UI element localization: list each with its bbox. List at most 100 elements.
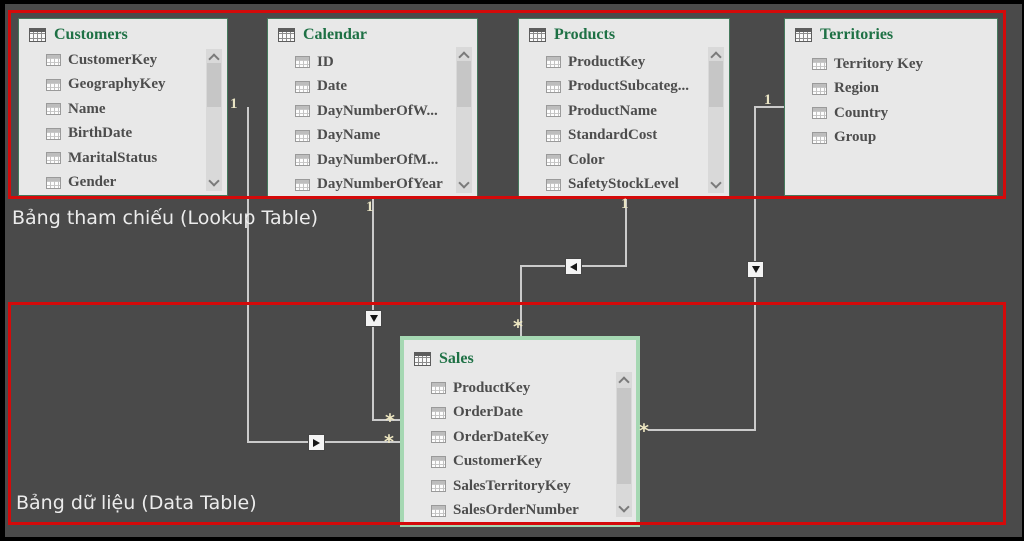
filter-arrow-down-icon[interactable]: [747, 261, 764, 278]
field-label: Region: [834, 80, 879, 97]
field-label: ID: [317, 53, 334, 70]
table-customers[interactable]: Customers CustomerKey GeographyKey Name …: [18, 18, 228, 196]
field-row[interactable]: ProductName: [519, 99, 729, 124]
field-row[interactable]: SafetyStockLevel: [519, 173, 729, 198]
field-label: CustomerKey: [68, 51, 158, 68]
field-row[interactable]: Color: [519, 148, 729, 173]
field-icon: [46, 127, 61, 140]
field-row[interactable]: DayNumberOfW...: [268, 99, 477, 124]
field-row[interactable]: ProductSubcateg...: [519, 75, 729, 100]
cardinality-many-products: *: [513, 316, 523, 338]
table-title: Customers: [54, 26, 128, 43]
field-label: ProductKey: [453, 379, 531, 396]
field-icon: [546, 154, 561, 167]
scrollbar[interactable]: [456, 47, 472, 193]
table-title-row: Territories: [785, 19, 997, 46]
field-icon: [295, 154, 310, 167]
table-title-row: Sales: [404, 340, 636, 370]
field-row[interactable]: Country: [785, 101, 997, 126]
relationship-line-calendar-sales[interactable]: [372, 199, 374, 420]
field-label: CustomerKey: [453, 453, 543, 470]
relationship-line-customers-sales[interactable]: [247, 107, 249, 443]
scrollbar-thumb[interactable]: [709, 61, 723, 107]
field-row[interactable]: Date: [268, 75, 477, 100]
scrollbar-thumb[interactable]: [457, 61, 471, 107]
scroll-down-icon[interactable]: [208, 175, 220, 187]
field-row[interactable]: OrderDateKey: [404, 425, 636, 450]
scrollbar-thumb[interactable]: [617, 388, 631, 484]
field-icon: [46, 152, 61, 165]
field-row[interactable]: SalesTerritoryKey: [404, 474, 636, 499]
field-row[interactable]: ID: [268, 50, 477, 75]
field-row[interactable]: DayName: [268, 124, 477, 149]
table-icon: [414, 352, 431, 366]
table-calendar[interactable]: Calendar ID Date DayNumberOfW... DayName…: [267, 18, 478, 199]
field-row[interactable]: DayNumberOfYear: [268, 173, 477, 198]
table-territories[interactable]: Territories Territory Key Region Country…: [784, 18, 998, 196]
field-label: Name: [68, 100, 106, 117]
field-row[interactable]: Group: [785, 126, 997, 151]
scrollbar[interactable]: [206, 49, 222, 191]
filter-arrow-down-icon[interactable]: [365, 310, 382, 327]
relationship-line-products-sales[interactable]: [520, 265, 522, 336]
field-icon: [295, 105, 310, 118]
field-row[interactable]: ProductKey: [404, 376, 636, 401]
field-label: ProductSubcateg...: [568, 78, 689, 95]
field-list: Territory Key Region Country Group: [785, 52, 997, 150]
field-row[interactable]: CustomerKey: [404, 450, 636, 475]
data-table-annotation: Bảng dữ liệu (Data Table): [16, 492, 257, 514]
field-row[interactable]: DayNumberOfM...: [268, 148, 477, 173]
field-list: ProductKey OrderDate OrderDateKey Custom…: [404, 376, 636, 523]
field-row[interactable]: MaritalStatus: [19, 146, 227, 171]
filter-arrow-right-icon[interactable]: [308, 434, 325, 451]
relationship-line-territories-sales[interactable]: [648, 429, 756, 431]
scroll-down-icon[interactable]: [618, 501, 630, 513]
cardinality-one-calendar: 1: [366, 199, 374, 215]
field-icon: [295, 56, 310, 69]
table-sales[interactable]: Sales ProductKey OrderDate OrderDateKey …: [400, 336, 640, 527]
relationship-line-calendar-sales[interactable]: [372, 419, 400, 421]
table-icon: [529, 28, 546, 42]
field-row[interactable]: ProductKey: [519, 50, 729, 75]
field-icon: [46, 103, 61, 116]
field-icon: [546, 129, 561, 142]
table-products[interactable]: Products ProductKey ProductSubcateg... P…: [518, 18, 730, 199]
scroll-down-icon[interactable]: [458, 177, 470, 189]
field-list: ProductKey ProductSubcateg... ProductNam…: [519, 50, 729, 197]
table-title-row: Calendar: [268, 19, 477, 46]
table-title: Calendar: [303, 26, 367, 43]
field-row[interactable]: OrderDate: [404, 401, 636, 426]
field-row[interactable]: BirthDate: [19, 122, 227, 147]
filter-arrow-left-icon[interactable]: [565, 258, 582, 275]
field-row[interactable]: GeographyKey: [19, 73, 227, 98]
field-row[interactable]: Gender: [19, 171, 227, 196]
field-icon: [546, 80, 561, 93]
field-label: BirthDate: [68, 125, 133, 142]
field-label: StandardCost: [568, 127, 658, 144]
relationship-line-territories-sales[interactable]: [754, 106, 784, 108]
field-icon: [546, 178, 561, 191]
field-row[interactable]: Name: [19, 97, 227, 122]
scrollbar-thumb[interactable]: [207, 63, 221, 107]
relationship-line-products-sales[interactable]: [625, 199, 627, 267]
field-row[interactable]: Region: [785, 77, 997, 102]
scroll-up-icon[interactable]: [618, 376, 630, 388]
table-icon: [795, 28, 812, 42]
scrollbar[interactable]: [708, 47, 724, 193]
table-icon: [278, 28, 295, 42]
table-icon: [29, 28, 46, 42]
scroll-down-icon[interactable]: [710, 177, 722, 189]
field-icon: [546, 56, 561, 69]
field-label: SalesTerritoryKey: [453, 477, 571, 494]
field-label: Gender: [68, 174, 117, 191]
lookup-table-annotation: Bảng tham chiếu (Lookup Table): [12, 207, 319, 229]
field-row[interactable]: SalesOrderNumber: [404, 499, 636, 524]
field-row[interactable]: CustomerKey: [19, 48, 227, 73]
scrollbar[interactable]: [616, 372, 632, 517]
field-row[interactable]: Territory Key: [785, 52, 997, 77]
cardinality-one-products: 1: [621, 196, 629, 212]
cardinality-many-territories: *: [639, 420, 649, 442]
field-row[interactable]: StandardCost: [519, 124, 729, 149]
table-title: Products: [554, 26, 616, 43]
